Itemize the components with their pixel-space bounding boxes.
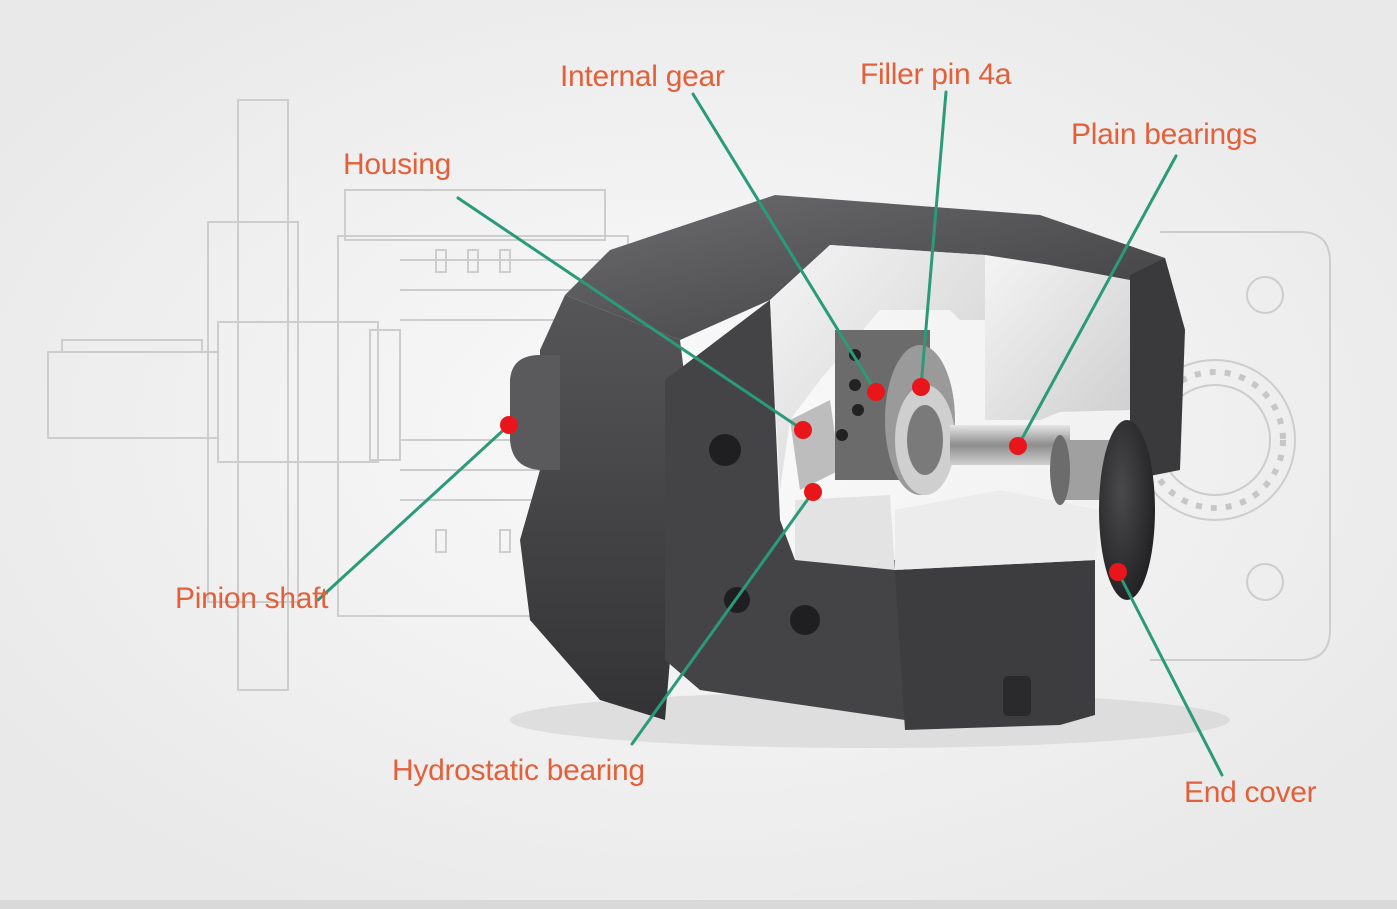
- label-filler-pin: Filler pin 4a: [860, 58, 1012, 91]
- leader-end-cover: [1116, 570, 1224, 777]
- leader-lines: [316, 90, 1224, 777]
- line-drawing-outline: [47, 99, 1331, 691]
- label-internal-gear: Internal gear: [560, 60, 725, 93]
- label-hydrostatic-bearing: Hydrostatic bearing: [392, 754, 645, 787]
- marker-plain-bearings: [1009, 437, 1027, 455]
- marker-end-cover: [1109, 563, 1127, 581]
- marker-pinion-shaft: [500, 416, 518, 434]
- label-end-cover: End cover: [1184, 776, 1317, 809]
- marker-internal-gear: [867, 383, 885, 401]
- leader-filler-pin: [919, 90, 948, 389]
- leader-hydrostatic-bearing: [630, 490, 815, 746]
- leader-pinion-shaft: [316, 423, 511, 602]
- end-cover-disc: [1099, 420, 1155, 600]
- marker-filler-pin: [912, 378, 930, 396]
- leader-internal-gear: [691, 92, 878, 394]
- marker-hydrostatic-bearing: [804, 483, 822, 501]
- marker-housing: [794, 421, 812, 439]
- leader-plain-bearings: [1016, 154, 1178, 448]
- marker-dots: [500, 378, 1127, 581]
- leader-housing: [456, 196, 805, 432]
- label-housing: Housing: [343, 148, 451, 181]
- bottom-strip: [0, 900, 1397, 909]
- label-pinion-shaft: Pinion shaft: [175, 582, 329, 615]
- label-plain-bearings: Plain bearings: [1071, 118, 1257, 151]
